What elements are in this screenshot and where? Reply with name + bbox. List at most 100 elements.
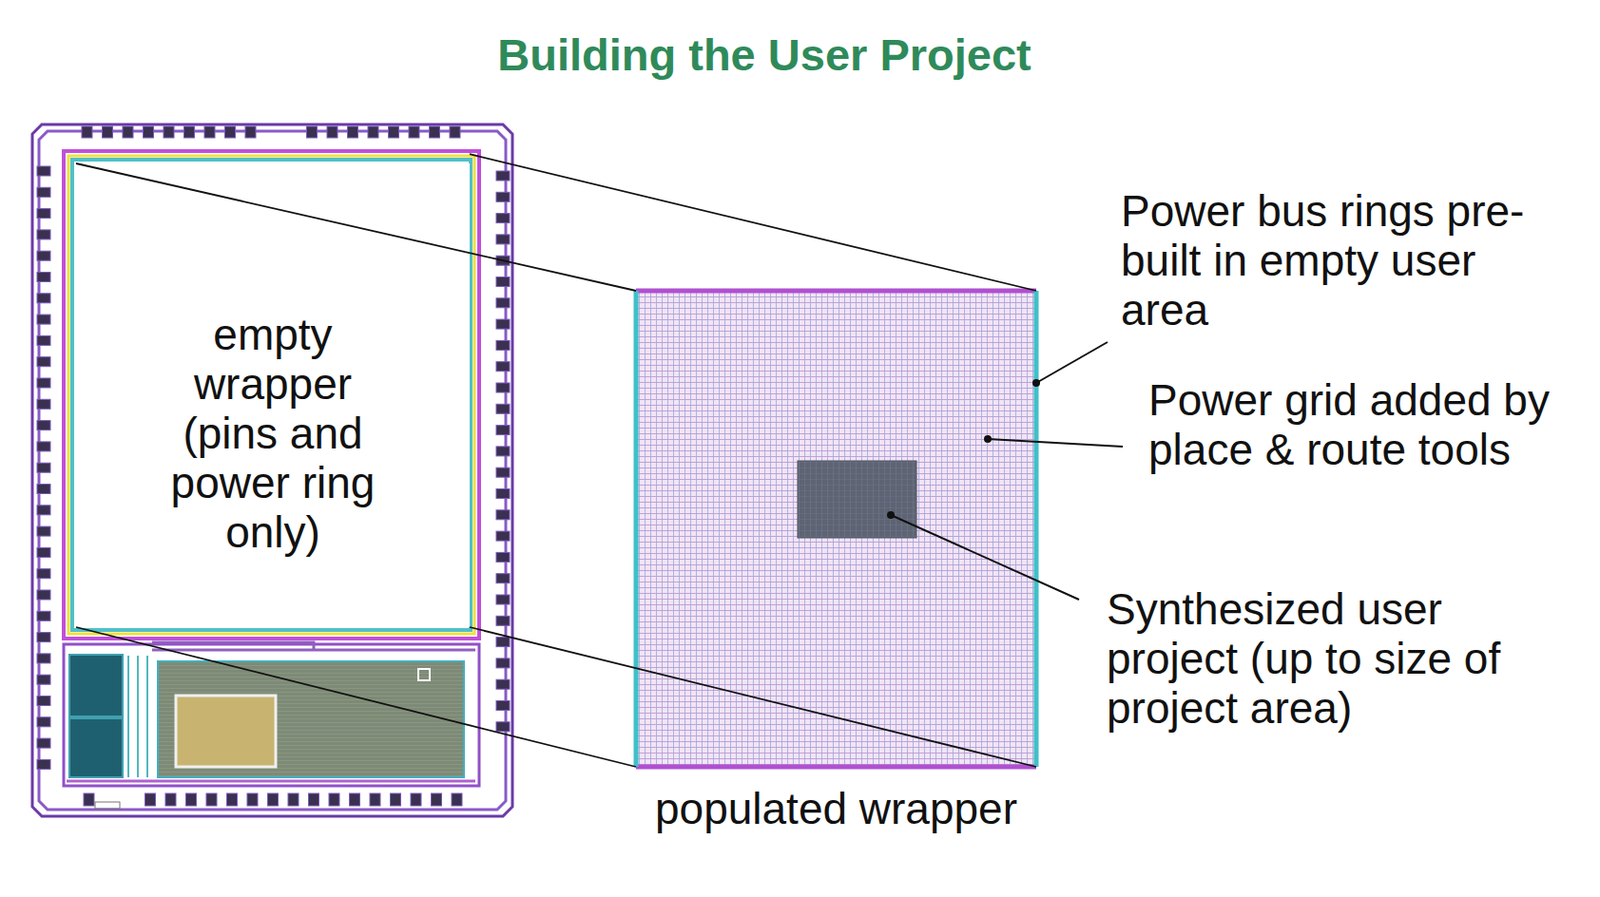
io-pad bbox=[496, 701, 510, 712]
io-pad bbox=[37, 738, 51, 749]
io-pad bbox=[268, 793, 279, 807]
leader-line bbox=[890, 515, 1080, 600]
leader-dot bbox=[1032, 379, 1041, 387]
io-pad bbox=[37, 399, 51, 409]
io-pad bbox=[496, 679, 510, 690]
populated-wrapper: populated wrapper bbox=[636, 290, 1037, 768]
io-pad bbox=[367, 126, 379, 138]
io-pad bbox=[227, 793, 238, 807]
io-pad bbox=[37, 590, 51, 600]
io-pad bbox=[37, 293, 51, 304]
io-pad bbox=[37, 462, 51, 473]
io-pad bbox=[37, 230, 51, 240]
io-pad bbox=[496, 616, 510, 626]
io-pad bbox=[204, 126, 215, 138]
io-pad bbox=[347, 126, 359, 138]
io-pad bbox=[288, 793, 299, 807]
io-pad bbox=[37, 505, 51, 516]
io-pad bbox=[496, 362, 510, 372]
callout-label: Power bus rings pre-built in empty user … bbox=[1120, 186, 1540, 335]
io-pad bbox=[81, 126, 93, 138]
logic-block bbox=[418, 669, 430, 681]
zoom-line bbox=[76, 163, 637, 291]
io-pad bbox=[245, 126, 256, 138]
io-pad bbox=[37, 209, 51, 219]
io-pad bbox=[122, 126, 134, 138]
io-pad bbox=[37, 187, 51, 197]
io-pad bbox=[496, 277, 510, 288]
io-pad bbox=[37, 272, 51, 283]
title: Building the User Project bbox=[0, 28, 1529, 81]
logo-mark bbox=[95, 802, 120, 810]
wire bbox=[128, 655, 148, 778]
io-pad bbox=[83, 793, 95, 807]
io-pad bbox=[37, 654, 51, 664]
zoom-line bbox=[469, 627, 1037, 768]
io-pad bbox=[496, 574, 510, 584]
io-pad bbox=[451, 793, 463, 807]
empty-wrapper: empty wrapper (pins and power ring only) bbox=[76, 163, 470, 628]
io-pad bbox=[37, 314, 51, 325]
chip-outline bbox=[32, 124, 513, 817]
io-pad bbox=[184, 126, 195, 138]
io-pad bbox=[37, 335, 51, 346]
io-pad bbox=[496, 467, 510, 478]
io-pad bbox=[496, 531, 510, 541]
logic-block bbox=[175, 695, 276, 768]
io-pad bbox=[163, 126, 174, 138]
io-pad bbox=[145, 793, 156, 807]
io-pad bbox=[307, 126, 318, 138]
io-pad bbox=[390, 793, 402, 807]
io-pad bbox=[143, 126, 155, 138]
io-pad bbox=[369, 793, 381, 807]
callout-label: Power grid added by place & route tools bbox=[1148, 375, 1581, 475]
io-pad bbox=[37, 378, 51, 388]
io-pad bbox=[37, 717, 51, 728]
io-pad bbox=[37, 442, 51, 452]
io-pad bbox=[496, 192, 510, 202]
io-pad bbox=[206, 793, 217, 807]
seal-ring bbox=[38, 131, 506, 810]
io-pad bbox=[496, 383, 510, 393]
io-pad bbox=[496, 658, 510, 669]
zoom-line bbox=[469, 154, 1037, 291]
io-pad bbox=[496, 255, 510, 266]
node-label: empty wrapper (pins and power ring only) bbox=[149, 309, 397, 558]
io-pad bbox=[431, 793, 443, 807]
io-pad bbox=[410, 793, 422, 807]
memory-block bbox=[69, 718, 123, 778]
io-pad bbox=[37, 759, 51, 770]
wire bbox=[66, 780, 476, 784]
io-pad bbox=[37, 674, 51, 685]
io-pad bbox=[496, 722, 510, 733]
io-pad bbox=[37, 484, 51, 495]
memory-block bbox=[69, 655, 123, 717]
io-pad bbox=[37, 696, 51, 707]
io-pad bbox=[308, 793, 320, 807]
io-pad bbox=[496, 298, 510, 309]
io-pad bbox=[449, 126, 461, 138]
power-ring bbox=[68, 155, 475, 635]
io-pad bbox=[186, 793, 197, 807]
io-pad bbox=[349, 793, 361, 807]
io-pad bbox=[496, 213, 510, 224]
io-pad bbox=[496, 510, 510, 521]
wire bbox=[152, 642, 476, 651]
io-pad bbox=[37, 547, 51, 558]
io-pad bbox=[37, 166, 51, 176]
io-pad bbox=[496, 319, 510, 329]
io-pad bbox=[247, 793, 258, 807]
leader-dot bbox=[983, 435, 992, 444]
leader-dot bbox=[886, 511, 895, 520]
io-pad bbox=[496, 446, 510, 457]
io-pad bbox=[496, 171, 510, 181]
io-pad bbox=[496, 340, 510, 350]
power-ring bbox=[636, 290, 1037, 768]
io-pad bbox=[328, 793, 340, 807]
io-pads bbox=[37, 126, 510, 807]
io-pad bbox=[327, 126, 338, 138]
io-pad bbox=[37, 421, 51, 431]
io-pad bbox=[429, 126, 441, 138]
io-pad bbox=[37, 526, 51, 537]
